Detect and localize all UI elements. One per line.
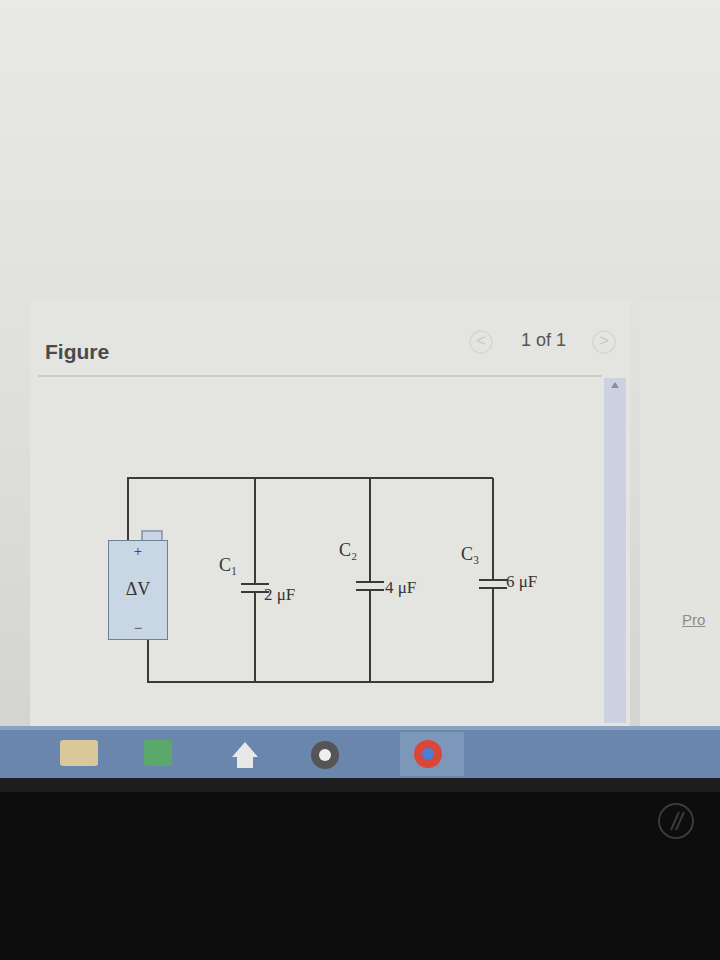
page-counter: 1 of 1 bbox=[521, 331, 566, 351]
taskbar-active bbox=[400, 732, 464, 776]
panel-rule bbox=[38, 375, 602, 377]
battery-minus: − bbox=[134, 620, 142, 637]
panel-title: Figure bbox=[45, 340, 109, 363]
battery-box: + ΔV − bbox=[108, 540, 168, 640]
next-arrow: > bbox=[599, 332, 609, 351]
scrollbar bbox=[604, 378, 626, 723]
prev-arrow: < bbox=[476, 332, 486, 351]
monitor-bezel bbox=[0, 778, 720, 960]
capacitor-name: C₂ bbox=[339, 541, 357, 561]
prev-button bbox=[470, 331, 492, 353]
bezel-edge bbox=[0, 778, 720, 792]
next-button bbox=[593, 331, 615, 353]
side-panel bbox=[640, 300, 720, 730]
taskbar bbox=[0, 726, 720, 778]
battery-voltage: ΔV bbox=[126, 580, 151, 600]
capacitor-name: C₁ bbox=[219, 556, 237, 576]
battery-plus: + bbox=[134, 543, 142, 560]
taskbar-icon bbox=[311, 741, 339, 769]
taskbar-icon bbox=[414, 740, 442, 768]
capacitance-value: 2 μF bbox=[264, 586, 295, 605]
taskbar-edge bbox=[0, 726, 720, 730]
capacitor-name: C₃ bbox=[461, 545, 479, 565]
circuit-wires bbox=[128, 478, 493, 682]
brand-logo bbox=[659, 804, 693, 838]
capacitance-value: 6 μF bbox=[506, 573, 537, 592]
taskbar-icon bbox=[422, 748, 434, 760]
panel-ground bbox=[30, 300, 630, 730]
taskbar-icon bbox=[232, 742, 258, 768]
taskbar-icon bbox=[319, 749, 331, 761]
capacitance-value: 4 μF bbox=[385, 579, 416, 598]
taskbar-icon bbox=[144, 740, 172, 766]
taskbar-icon bbox=[60, 740, 98, 766]
scroll-arrow bbox=[611, 382, 619, 388]
brand-logo bbox=[676, 812, 684, 830]
cut-link: Pro bbox=[682, 612, 705, 629]
